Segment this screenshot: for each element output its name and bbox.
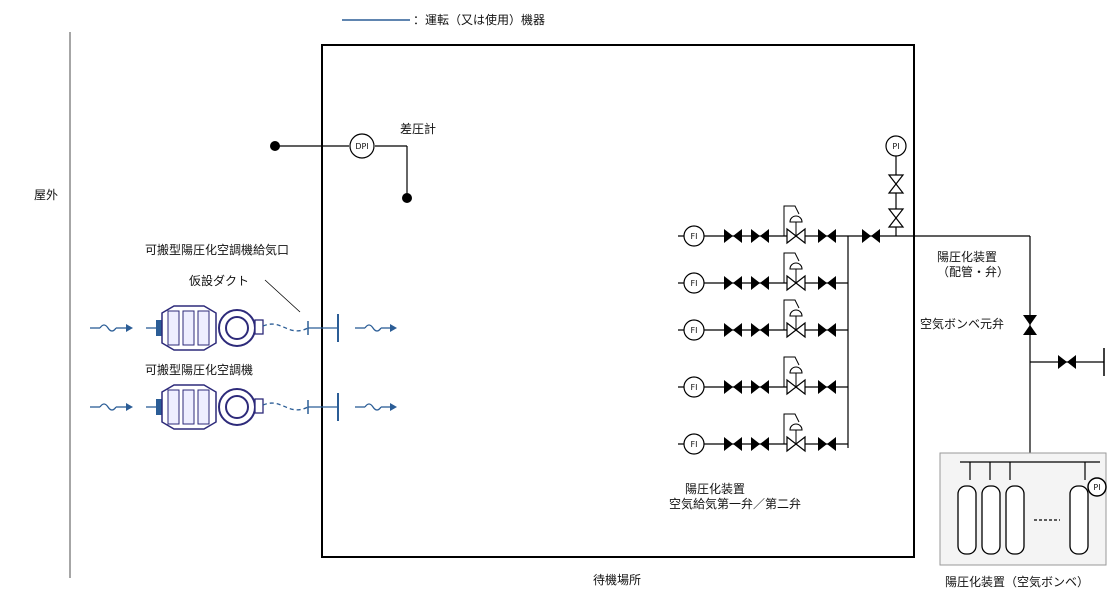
cylinder-main-valve-label: 空気ボンベ元弁: [920, 316, 1004, 331]
control-valve-icon: [786, 321, 797, 339]
gate-valve-icon: [818, 437, 827, 451]
gate-valve-icon: [751, 380, 760, 394]
outdoor-label: 屋外: [34, 188, 58, 202]
gate-valve-icon: [818, 276, 827, 290]
portable-ac-label: 可搬型陽圧化空調機: [145, 362, 253, 377]
fi-gauge-text: FI: [691, 383, 698, 392]
valve-row: FI: [678, 252, 848, 294]
pi-gauge-text: PI: [892, 142, 899, 151]
fi-gauge-icon: [683, 272, 705, 294]
ac-inlet-connection-1: [307, 314, 397, 342]
gate-valve-icon: [724, 380, 733, 394]
gate-valve-icon: [751, 276, 760, 290]
fi-gauge-text: FI: [691, 440, 698, 449]
ac-inlet-label: 可搬型陽圧化空調機給気口: [145, 242, 289, 257]
pressurizer-piping-label-2: （配管・弁）: [937, 264, 1009, 279]
cylinder-pi-gauge-icon: [1087, 477, 1107, 497]
valve-row: FI: [678, 299, 848, 341]
pressurizer-piping-label-1: 陽圧化装置: [937, 250, 997, 264]
air-cylinders-label: 陽圧化装置（空気ボンベ）: [945, 574, 1089, 589]
dp-tap-room-dot: [402, 193, 412, 203]
gate-valve-icon: [751, 229, 760, 243]
cylinder-pi-gauge-text: PI: [1093, 483, 1100, 492]
control-valve-icon: [786, 435, 797, 453]
air-cylinder-icon: [981, 485, 1001, 555]
standby-room-box: [321, 44, 915, 558]
fi-gauge-text: FI: [691, 232, 698, 241]
temp-duct-label: 仮設ダクト: [189, 273, 249, 288]
valve-row: FI: [678, 413, 848, 455]
differential-pressure-gauge: DPI: [270, 133, 412, 203]
air-cylinder-icon: [1005, 485, 1025, 555]
legend-text: ：運転（又は使用）機器: [413, 12, 545, 27]
control-valve-icon: [786, 378, 797, 396]
gate-valve-icon: [724, 437, 733, 451]
pi-gauge-icon: [885, 135, 907, 157]
supply-valves-label-1: 陽圧化装置: [685, 482, 745, 496]
fi-gauge-icon: [683, 319, 705, 341]
pressurizer-main-piping: PI: [847, 135, 1105, 460]
portable-ac-unit-2: [90, 384, 309, 430]
ac-inlet-connection-2: [307, 393, 397, 421]
air-cylinder-icon: [1069, 485, 1089, 555]
differential-pressure-gauge-label: 差圧計: [400, 121, 436, 136]
gate-valve-icon: [751, 437, 760, 451]
control-valve-icon: [786, 227, 797, 245]
gate-valve-icon: [724, 323, 733, 337]
gate-valve-icon: [724, 229, 733, 243]
gate-valve-icon: [818, 380, 827, 394]
valve-row: FI: [678, 356, 848, 398]
air-cylinder-rack: PI: [939, 452, 1107, 566]
cylinder-main-valve-icon: [1023, 315, 1037, 325]
gate-valve-icon: [818, 229, 827, 243]
air-cylinder-icon: [957, 485, 977, 555]
gate-valve-icon: [724, 276, 733, 290]
gate-valve-icon: [751, 323, 760, 337]
standby-room-label: 待機場所: [593, 572, 641, 587]
dp-tap-outdoor-dot: [270, 141, 280, 151]
control-valve-icon: [786, 274, 797, 292]
fi-gauge-icon: [683, 433, 705, 455]
dpi-gauge-icon: [349, 133, 375, 159]
gate-valve-icon: [818, 323, 827, 337]
portable-ac-unit-1: [90, 305, 309, 351]
fi-gauge-icon: [683, 225, 705, 247]
temp-duct-leader-line: [264, 279, 301, 313]
valve-row: FI: [678, 205, 848, 247]
fi-gauge-text: FI: [691, 326, 698, 335]
fi-gauge-text: FI: [691, 279, 698, 288]
dpi-gauge-text: DPI: [355, 142, 368, 151]
supply-valve-rows: FI FI FI FI FI: [678, 205, 848, 455]
fi-gauge-icon: [683, 376, 705, 398]
supply-valves-label-2: 空気給気第一弁／第二弁: [669, 496, 801, 511]
